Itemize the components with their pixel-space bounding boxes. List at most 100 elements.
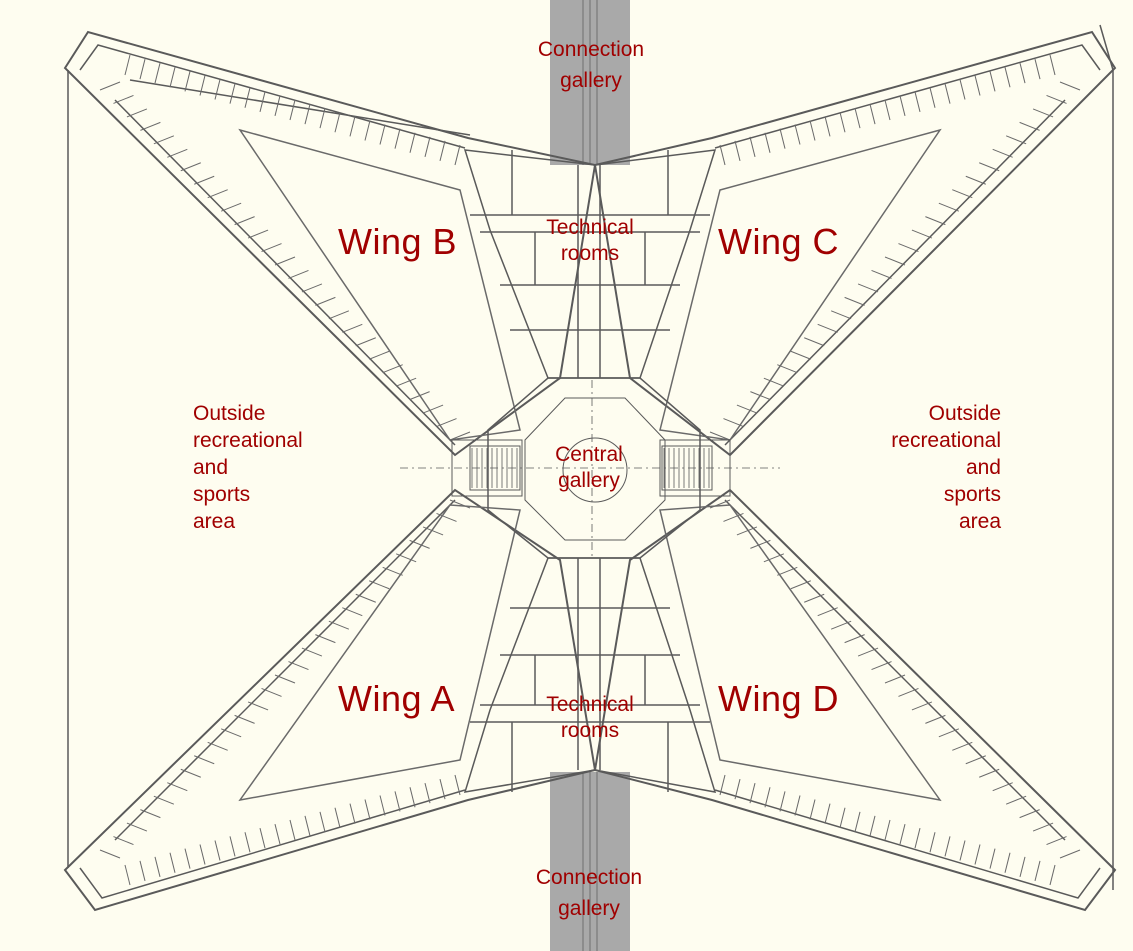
cell-partition xyxy=(409,391,430,401)
cell-partition xyxy=(709,499,731,509)
cell-partition xyxy=(334,112,341,133)
cell-partition xyxy=(734,140,741,162)
cell-partition xyxy=(804,593,825,603)
cell-partition xyxy=(779,791,786,812)
label-connection-gallery-bottom: Connection gallery xyxy=(535,866,643,920)
cell-partition xyxy=(844,296,865,306)
cell-partition xyxy=(804,337,825,347)
cell-partition xyxy=(288,269,309,279)
cell-partition xyxy=(1034,58,1041,80)
cell-partition xyxy=(244,832,251,853)
cell-partition xyxy=(261,243,282,253)
label-outside-area-left: Outside recreational and sports area xyxy=(193,402,303,533)
cell-partition xyxy=(779,128,786,149)
cell-partition xyxy=(830,310,852,320)
cell-partition xyxy=(839,807,846,828)
cell-partition xyxy=(854,811,861,832)
cell-partition xyxy=(938,202,960,212)
cell-partition xyxy=(289,819,296,841)
cell-partition xyxy=(809,799,816,820)
cell-partition xyxy=(167,148,188,158)
cell-partition xyxy=(974,75,981,96)
cell-partition xyxy=(929,87,936,108)
cell-partition xyxy=(259,828,266,849)
label-wing-c: Wing C xyxy=(718,221,840,262)
cell-partition xyxy=(220,202,242,212)
cell-partition xyxy=(1046,94,1067,104)
cell-partition xyxy=(824,116,831,137)
cell-partition xyxy=(884,256,906,266)
cell-partition xyxy=(364,120,371,141)
cell-partition xyxy=(229,83,236,104)
cell-partition xyxy=(395,377,417,387)
cell-partition xyxy=(274,823,281,845)
cell-partition xyxy=(342,607,363,617)
cell-partition xyxy=(719,774,726,796)
label-wing-a: Wing A xyxy=(338,678,456,719)
cell-partition xyxy=(794,124,801,145)
cell-partition xyxy=(124,54,131,76)
cell-partition xyxy=(899,823,906,845)
cell-partition xyxy=(154,63,161,84)
wing-c-block xyxy=(593,30,1117,457)
label-central-gallery: Central gallery xyxy=(555,443,623,492)
cell-partition xyxy=(261,687,282,697)
technical-rooms-bottom-block xyxy=(463,557,717,793)
cell-partition xyxy=(763,377,785,387)
cell-partition xyxy=(944,836,951,857)
cell-partition xyxy=(1059,849,1081,859)
cell-partition xyxy=(184,71,191,92)
cell-partition xyxy=(214,79,221,100)
cell-partition xyxy=(207,741,228,751)
label-outside-area-right: Outside recreational and sports area xyxy=(891,402,1001,533)
cell-partition xyxy=(723,512,744,522)
cell-partition xyxy=(454,144,461,166)
cell-partition xyxy=(709,431,731,441)
cell-partition xyxy=(369,350,390,360)
cell-partition xyxy=(817,323,838,333)
cell-partition xyxy=(719,144,726,166)
cell-partition xyxy=(992,148,1013,158)
cell-partition xyxy=(229,836,236,857)
label-wing-d: Wing D xyxy=(718,678,840,719)
cell-partition xyxy=(167,782,188,792)
cell-partition xyxy=(355,337,376,347)
cell-partition xyxy=(199,75,206,96)
staircase-right xyxy=(659,439,731,497)
cell-partition xyxy=(925,216,946,226)
cell-partition xyxy=(938,728,960,738)
cell-partition xyxy=(436,418,457,428)
label-technical-rooms-top: Technical rooms xyxy=(546,216,634,265)
cell-partition xyxy=(449,431,471,441)
cell-partition xyxy=(199,844,206,865)
cell-partition xyxy=(409,787,416,808)
cell-partition xyxy=(169,67,176,88)
cell-partition xyxy=(1005,135,1027,145)
cell-partition xyxy=(736,404,758,414)
cell-partition xyxy=(911,229,933,239)
cell-partition xyxy=(379,124,386,145)
cell-partition xyxy=(214,840,221,861)
cell-partition xyxy=(194,175,215,185)
cell-partition xyxy=(869,815,876,837)
cell-partition xyxy=(247,701,269,711)
cell-partition xyxy=(301,283,323,293)
cell-partition xyxy=(952,741,973,751)
cell-partition xyxy=(1019,809,1040,819)
cell-partition xyxy=(180,768,201,778)
cell-partition xyxy=(288,661,309,671)
cell-partition xyxy=(979,768,1000,778)
label-technical-rooms-bottom: Technical rooms xyxy=(546,693,634,742)
cell-partition xyxy=(315,296,336,306)
cell-partition xyxy=(777,566,798,576)
cell-partition xyxy=(952,189,973,199)
cell-partition xyxy=(409,539,430,549)
cell-partition xyxy=(382,566,403,576)
cell-partition xyxy=(153,795,175,805)
cell-partition xyxy=(436,512,457,522)
cell-partition xyxy=(113,94,134,104)
cell-partition xyxy=(1049,864,1056,886)
cell-partition xyxy=(449,499,471,509)
